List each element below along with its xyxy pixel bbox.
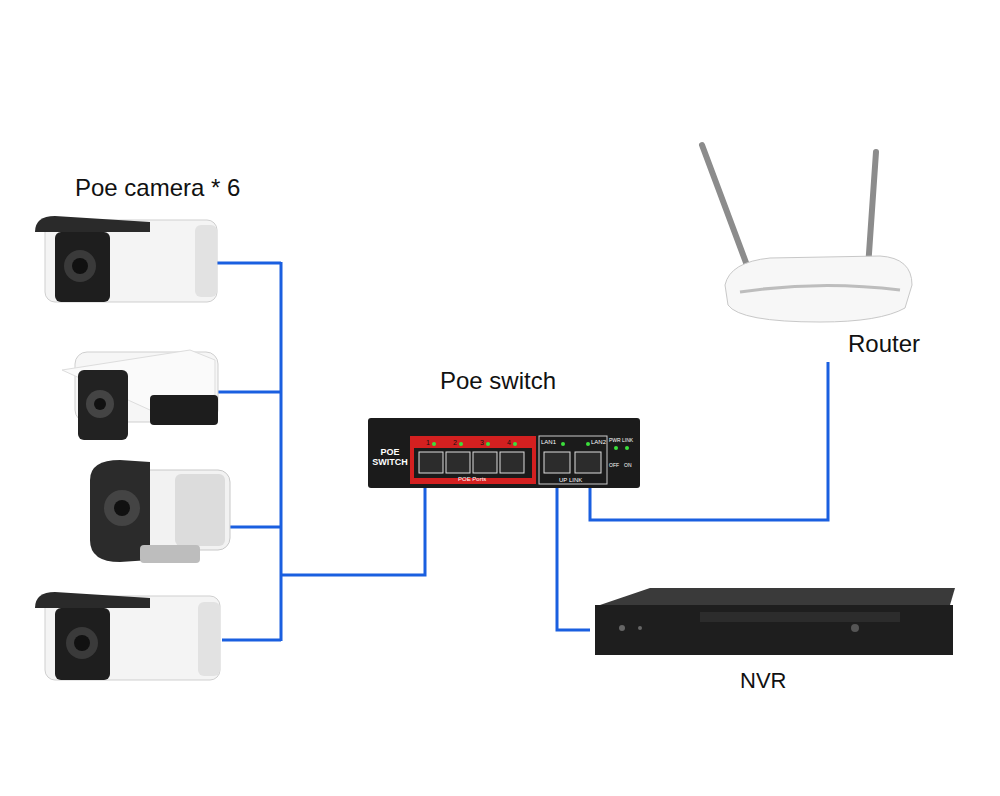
port-number: 2: [453, 439, 457, 447]
switch-label: ON: [624, 462, 632, 468]
camera-icon: [62, 350, 218, 440]
switch-label-holder: OFF: [609, 462, 619, 468]
device-label: Router: [848, 330, 920, 358]
indicator-label: PWR: [609, 437, 621, 443]
switch-label-holder: ON: [624, 462, 632, 468]
port-name: LAN1: [541, 439, 556, 446]
switch-body: [368, 418, 640, 488]
port-number-holder: 1: [426, 439, 430, 447]
device-label: NVR: [740, 667, 786, 695]
network-cable: [590, 362, 828, 520]
camera-icon: [35, 216, 217, 302]
switch-brand: POE SWITCH: [371, 447, 409, 467]
port-number-holder: 3: [480, 439, 484, 447]
camera-icon: [90, 460, 230, 563]
switch-brand-holder: POE SWITCH: [371, 447, 409, 467]
network-cable: [557, 488, 590, 630]
port-name-holder: LAN2: [591, 439, 606, 446]
port-group-label: UP LINK: [559, 477, 582, 484]
port-name: LAN2: [591, 439, 606, 446]
indicator-label-holder: LINK: [622, 437, 633, 443]
port-group-label-holder: POE Ports: [458, 476, 486, 483]
nvr-node: NVR: [590, 585, 960, 700]
indicator-label-holder: PWR: [609, 437, 621, 443]
port-number: 1: [426, 439, 430, 447]
indicator-label: LINK: [622, 437, 633, 443]
camera-wires: [215, 262, 281, 641]
port-name-holder: LAN1: [541, 439, 556, 446]
device-label: Poe camera * 6: [75, 174, 240, 202]
port-group-label: POE Ports: [458, 476, 486, 483]
port-group-label-holder: UP LINK: [559, 477, 582, 484]
router-icon: [702, 145, 912, 322]
router-node: Router: [700, 140, 965, 362]
camera-icon: [35, 592, 220, 680]
port-number: 3: [480, 439, 484, 447]
nvr-icon: [595, 588, 955, 655]
switch-node: Poe switch: [368, 365, 640, 488]
camera-group: Poe camera * 6: [30, 170, 282, 650]
port-number-holder: 4: [507, 439, 511, 447]
port-number: 4: [507, 439, 511, 447]
port-number-holder: 2: [453, 439, 457, 447]
network-cable: [282, 488, 425, 575]
switch-label: OFF: [609, 462, 619, 468]
device-label: Poe switch: [440, 367, 556, 395]
